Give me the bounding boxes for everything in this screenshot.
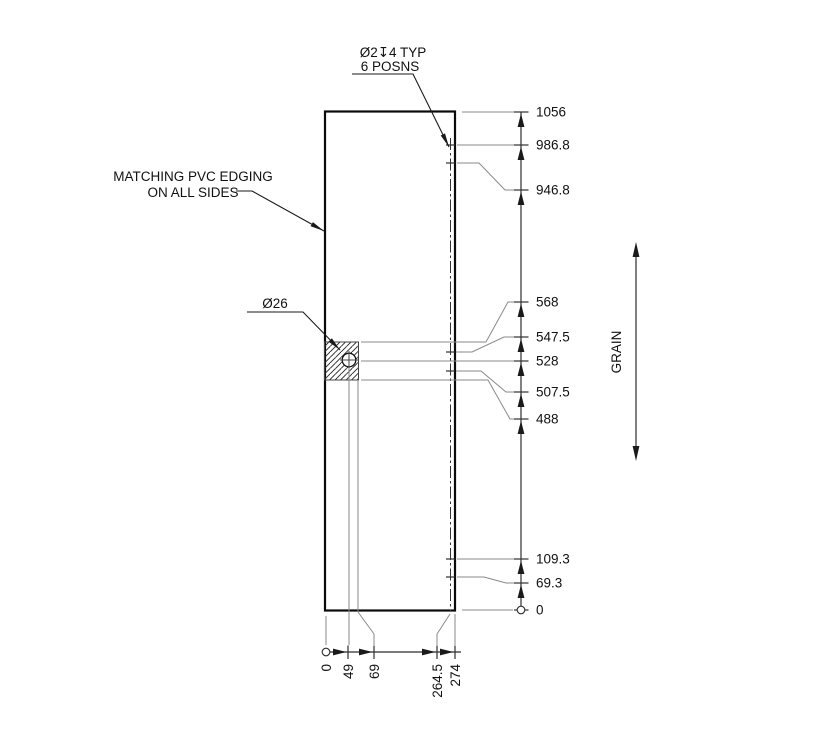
right-dimensions: 1056 986.8 946.8 568 547.5 528 507.5 488… bbox=[514, 105, 570, 618]
edging-callout-line1: MATCHING PVC EDGING bbox=[113, 169, 273, 184]
right-origin-marker bbox=[516, 605, 526, 615]
bottom-dim-arrows bbox=[333, 648, 454, 656]
bottom-dim-ticks bbox=[347, 645, 456, 659]
hole-callout-leader bbox=[247, 311, 341, 351]
hole-leader-arrow-icon bbox=[328, 338, 340, 350]
grain-label: GRAIN bbox=[609, 331, 624, 374]
right-dim-ticks bbox=[514, 111, 529, 611]
dim-label-528: 528 bbox=[536, 354, 559, 369]
edging-leader-arrow-icon bbox=[310, 222, 324, 231]
bottom-dimensions: 0 49 69 264.5 274 bbox=[319, 645, 463, 698]
dim-label-547-5: 547.5 bbox=[536, 330, 570, 345]
pilot-callout-leader bbox=[352, 73, 450, 148]
grain-arrow-down-icon bbox=[632, 446, 640, 461]
hole-diameter-label: Ø26 bbox=[262, 296, 288, 311]
dim-label-274: 274 bbox=[448, 664, 463, 687]
bottom-extension-lines bbox=[325, 368, 456, 645]
dim-label-69: 69 bbox=[367, 664, 382, 679]
hole-26mm bbox=[340, 351, 358, 369]
dim-label-488: 488 bbox=[536, 412, 559, 427]
dim-label-69-3: 69.3 bbox=[536, 576, 562, 591]
dim-label-1056: 1056 bbox=[536, 105, 566, 120]
pilot-callout-line2: 6 POSNS bbox=[361, 59, 420, 74]
edging-callout: MATCHING PVC EDGING ON ALL SIDES bbox=[113, 169, 325, 232]
pilot-leader-arrow-icon bbox=[440, 133, 449, 147]
grain-arrow-up-icon bbox=[632, 242, 640, 257]
dim-label-568: 568 bbox=[536, 295, 559, 310]
dim-label-507-5: 507.5 bbox=[536, 385, 570, 400]
edging-callout-line2: ON ALL SIDES bbox=[147, 185, 238, 200]
dim-label-264-5: 264.5 bbox=[430, 664, 445, 698]
grain-indicator: GRAIN bbox=[609, 242, 640, 461]
dim-label-0-right: 0 bbox=[536, 603, 544, 618]
bottom-origin-marker bbox=[321, 647, 331, 657]
pilot-callout-line1: Ø2↧4 TYP bbox=[360, 45, 427, 60]
hole-diameter-callout: Ø26 bbox=[247, 296, 341, 351]
dim-label-0-bottom: 0 bbox=[319, 664, 334, 672]
pilot-hole-callout: Ø2↧4 TYP 6 POSNS bbox=[352, 45, 450, 148]
dim-label-49: 49 bbox=[341, 664, 356, 679]
right-extension-lines bbox=[361, 111, 514, 611]
dim-label-946-8: 946.8 bbox=[536, 183, 570, 198]
dim-label-986-8: 986.8 bbox=[536, 138, 570, 153]
pilot-hole-markers bbox=[446, 144, 455, 578]
dim-label-109-3: 109.3 bbox=[536, 552, 570, 567]
right-dim-arrows bbox=[517, 113, 525, 598]
edging-callout-leader bbox=[236, 190, 325, 232]
